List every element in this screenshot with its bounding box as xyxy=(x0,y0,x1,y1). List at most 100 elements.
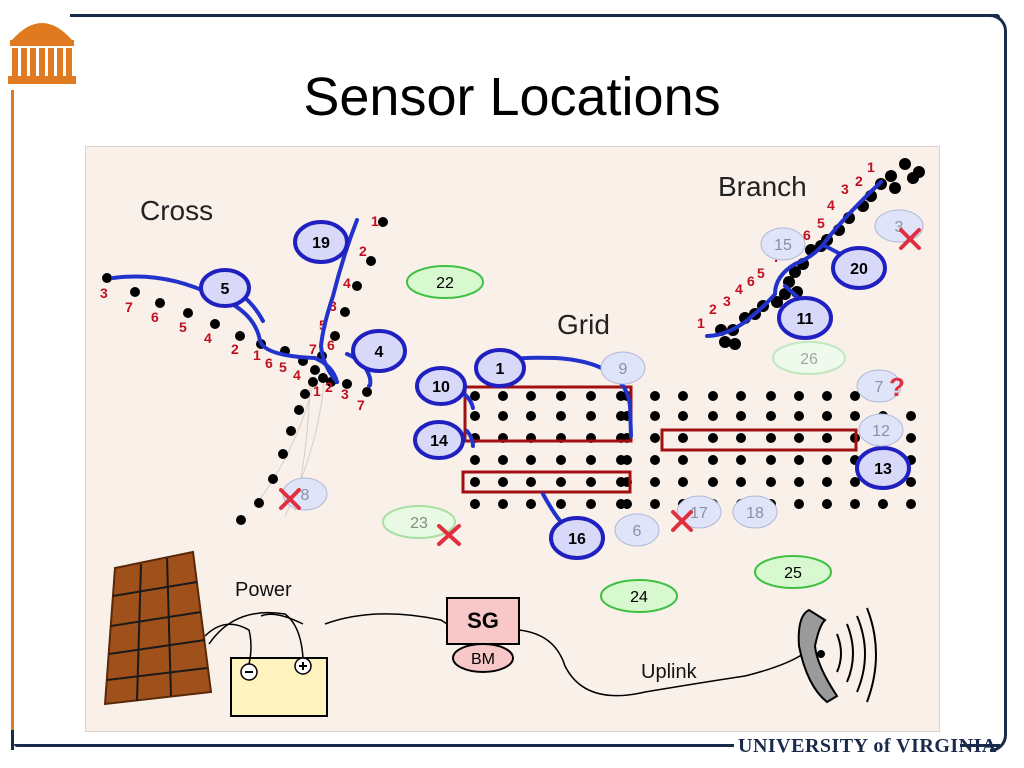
power-wires xyxy=(204,611,804,697)
sensor-24: 24 xyxy=(600,579,678,613)
svg-text:4: 4 xyxy=(735,281,743,297)
svg-text:2: 2 xyxy=(359,243,367,259)
svg-text:19: 19 xyxy=(312,235,330,252)
sensor-19: 19 xyxy=(293,220,349,264)
svg-text:5: 5 xyxy=(179,319,187,335)
sensor-4: 4 xyxy=(351,329,407,373)
svg-text:10: 10 xyxy=(432,379,450,396)
sensor-20: 20 xyxy=(831,246,887,290)
slide-title: Sensor Locations xyxy=(303,67,721,127)
svg-text:25: 25 xyxy=(784,565,802,582)
sensor-5: 5 xyxy=(199,268,251,308)
svg-text:8: 8 xyxy=(301,487,310,504)
svg-text:18: 18 xyxy=(746,505,764,522)
svg-text:1: 1 xyxy=(313,383,321,399)
inactive-sensors: 3 15 9 7 12 8 6 17 18 xyxy=(282,209,924,547)
green-sensors: 22 23 24 25 26 xyxy=(382,265,846,613)
svg-text:1: 1 xyxy=(496,361,505,378)
svg-text:2: 2 xyxy=(709,301,717,317)
svg-text:5: 5 xyxy=(817,215,825,231)
svg-text:2: 2 xyxy=(231,341,239,357)
svg-text:2: 2 xyxy=(325,379,333,395)
svg-text:1: 1 xyxy=(867,159,875,175)
sensor-16: 16 xyxy=(549,516,605,560)
sensor-13: 13 xyxy=(855,446,911,490)
university-logo: UNIVERSITY of VIRGINIA xyxy=(738,735,997,757)
sensor-8: 8 xyxy=(282,477,328,511)
svg-text:7: 7 xyxy=(125,299,133,315)
svg-text:9: 9 xyxy=(619,361,628,378)
svg-text:3: 3 xyxy=(841,181,849,197)
svg-text:4: 4 xyxy=(204,330,212,346)
frame-bottom-right-line xyxy=(960,744,1000,747)
sensor-17: 17 xyxy=(676,495,722,529)
sensor-12: 12 xyxy=(858,413,904,447)
svg-text:15: 15 xyxy=(774,237,792,254)
svg-text:6: 6 xyxy=(633,523,642,540)
svg-text:4: 4 xyxy=(343,275,351,291)
sensor-15: 15 xyxy=(760,227,806,261)
sensor-11: 11 xyxy=(777,296,833,340)
sensor-14: 14 xyxy=(413,420,465,460)
svg-text:1: 1 xyxy=(697,315,705,331)
svg-text:23: 23 xyxy=(410,515,428,532)
active-sensors: 5 19 4 1 10 14 16 20 11 13 xyxy=(199,220,911,560)
bm-label: BM xyxy=(471,651,495,668)
svg-text:1: 1 xyxy=(371,213,379,229)
region-label-cross: Cross xyxy=(140,195,213,226)
svg-text:2: 2 xyxy=(855,173,863,189)
svg-text:4: 4 xyxy=(375,344,384,361)
svg-text:1: 1 xyxy=(253,347,261,363)
sensor-3: 3 xyxy=(874,209,924,243)
svg-text:12: 12 xyxy=(872,423,890,440)
uplink-label: Uplink xyxy=(641,661,698,683)
frame-left-line xyxy=(11,730,14,750)
svg-text:6: 6 xyxy=(265,355,273,371)
svg-text:6: 6 xyxy=(327,337,335,353)
svg-text:26: 26 xyxy=(800,351,818,368)
svg-text:6: 6 xyxy=(747,273,755,289)
rotunda-logo-icon xyxy=(8,23,76,84)
svg-text:4: 4 xyxy=(293,367,301,383)
failed-mark-23 xyxy=(437,524,461,546)
sensor-1: 1 xyxy=(474,348,526,388)
sensor-6: 6 xyxy=(614,513,660,547)
region-label-branch: Branch xyxy=(718,171,807,202)
sensor-9: 9 xyxy=(600,351,646,385)
svg-text:6: 6 xyxy=(151,309,159,325)
svg-text:3: 3 xyxy=(100,285,108,301)
svg-text:5: 5 xyxy=(221,281,230,298)
svg-text:14: 14 xyxy=(430,433,448,450)
sg-label: SG xyxy=(467,608,499,633)
svg-text:16: 16 xyxy=(568,531,586,548)
failed-mark-8 xyxy=(279,488,301,510)
frame-bottom-line xyxy=(14,744,734,747)
frame-top-line xyxy=(70,14,1000,17)
sg-bm-unit: SG BM xyxy=(446,597,520,673)
svg-text:6: 6 xyxy=(803,227,811,243)
power-label: Power xyxy=(235,579,292,601)
svg-text:5: 5 xyxy=(757,265,765,281)
phone-icon xyxy=(797,607,877,704)
unknown-mark-7: ? xyxy=(889,372,905,402)
svg-text:22: 22 xyxy=(436,275,454,292)
svg-text:17: 17 xyxy=(690,505,708,522)
sensor-18: 18 xyxy=(732,495,778,529)
sensor-10: 10 xyxy=(415,366,467,406)
battery-icon xyxy=(230,657,328,717)
region-label-grid: Grid xyxy=(557,309,610,340)
svg-text:3: 3 xyxy=(329,298,337,314)
svg-text:3: 3 xyxy=(341,386,349,402)
svg-text:13: 13 xyxy=(874,461,892,478)
failed-mark-3 xyxy=(899,228,921,250)
svg-text:5: 5 xyxy=(279,359,287,375)
solar-panel-icon xyxy=(103,550,213,706)
svg-text:7: 7 xyxy=(309,341,317,357)
svg-text:7: 7 xyxy=(357,397,365,413)
svg-text:24: 24 xyxy=(630,589,648,606)
svg-text:3: 3 xyxy=(723,293,731,309)
sensor-23: 23 xyxy=(382,505,456,539)
svg-text:4: 4 xyxy=(827,197,835,213)
